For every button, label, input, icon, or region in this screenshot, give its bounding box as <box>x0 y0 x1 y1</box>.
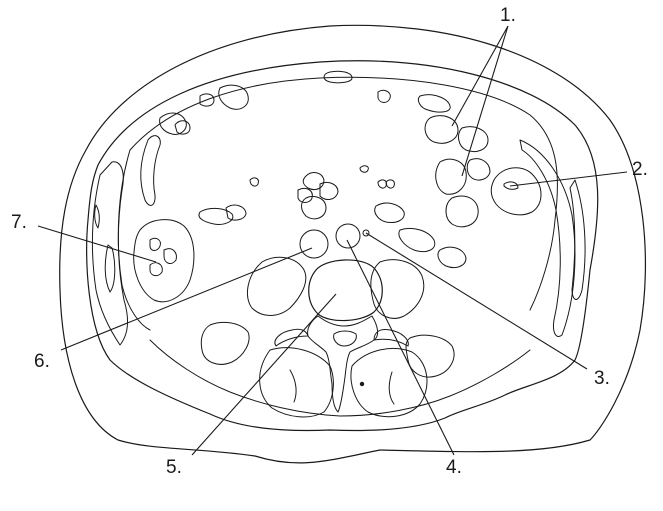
aorta <box>336 224 360 248</box>
label-1: 1. <box>500 6 516 25</box>
colon-loop-1 <box>425 116 458 144</box>
left-wall-muscle <box>93 162 128 345</box>
small-bowel-12 <box>378 180 386 188</box>
leader-4 <box>347 240 454 455</box>
small-bowel-1 <box>303 173 324 190</box>
small-bowel-11 <box>360 166 368 172</box>
small-bowel-9 <box>438 247 466 267</box>
paraspinal-detail-right <box>389 372 394 404</box>
small-bowel-3 <box>298 188 312 202</box>
label-5: 5. <box>166 458 182 477</box>
right-wall-fat <box>570 180 585 299</box>
leader-7 <box>38 226 156 262</box>
bowel-loop-h <box>418 95 450 112</box>
bowel-content-3 <box>150 263 162 276</box>
label-6: 6. <box>34 352 50 371</box>
small-bowel-8 <box>399 228 435 251</box>
small-bowel-13 <box>386 180 394 188</box>
bowel-content-1 <box>150 238 160 250</box>
right-psoas <box>371 260 424 319</box>
right-quadratus <box>406 335 454 377</box>
label-4: 4. <box>446 458 462 477</box>
bowel-loop-d <box>219 85 249 109</box>
left-psoas <box>247 257 305 315</box>
label-7: 7. <box>11 213 27 232</box>
right-wall-muscle <box>520 140 575 337</box>
bowel-loop-a <box>141 136 161 206</box>
leader-1b <box>462 26 508 176</box>
label-3: 3. <box>594 369 610 388</box>
left-wall-fat-2 <box>95 205 100 228</box>
colon-loop-4 <box>467 159 490 180</box>
small-bowel-4 <box>302 196 327 218</box>
paraspinal-detail-left <box>290 370 296 402</box>
bowel-loop-g <box>378 90 390 102</box>
leader-2 <box>510 172 627 186</box>
spinous-dot <box>360 382 364 386</box>
vertebral-arch <box>308 316 378 412</box>
colon-loop-3 <box>436 159 467 194</box>
bowel-loop-b <box>160 113 187 134</box>
small-bowel-6 <box>226 205 246 220</box>
bowel-loop-i <box>134 220 194 302</box>
left-paraspinal <box>260 348 334 417</box>
left-quadratus <box>201 322 249 364</box>
transverse-process-right <box>374 329 408 346</box>
bowel-content-2 <box>164 249 176 264</box>
colon-loop-5 <box>446 196 478 227</box>
right-lateral-organ <box>491 168 541 215</box>
small-bowel-10 <box>250 178 258 186</box>
ivc <box>300 230 328 258</box>
peritoneal-contour <box>130 77 557 310</box>
outer-body-contour <box>60 25 646 463</box>
left-wall-fat-1 <box>105 245 115 292</box>
label-2: 2. <box>632 160 648 179</box>
small-bowel-7 <box>375 203 405 222</box>
spinal-canal <box>334 331 357 346</box>
